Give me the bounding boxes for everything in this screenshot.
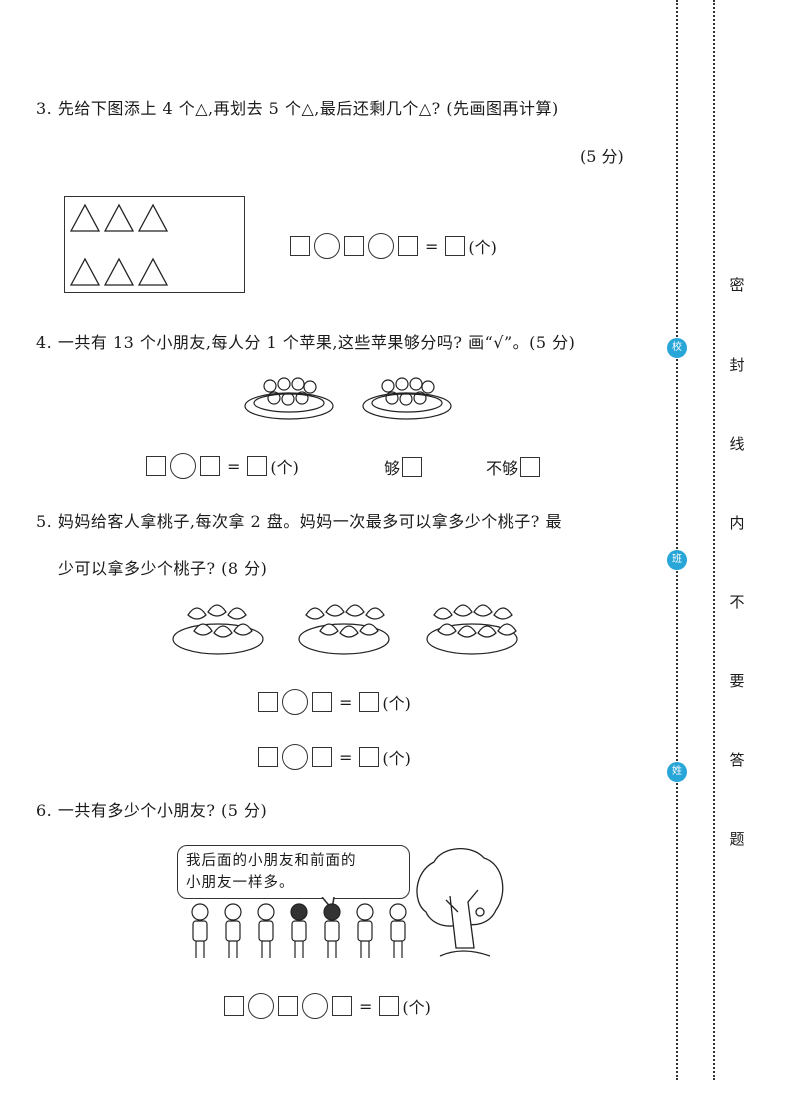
q4-equation: = (个) [146,452,299,480]
apple-plates-illustration [244,377,452,420]
child-figure [389,903,407,958]
unit-label: (个) [382,749,411,768]
triangle [103,203,135,232]
equals-sign: = [339,747,353,767]
seal-char: 题 [729,830,745,848]
seal-dotted-line-outer [713,0,715,1080]
child-figure [257,903,275,958]
seal-marker: 姓 [667,762,687,782]
not-enough-option: 不够 [486,455,541,479]
seal-char: 封 [729,356,745,374]
seal-dotted-line-inner [676,0,678,1080]
seal-char: 不 [729,593,745,611]
answer-box[interactable] [332,996,352,1016]
equals-sign: = [339,692,353,712]
seal-char: 内 [729,514,745,532]
q3-text: 3. 先给下图添上 4 个△,再划去 5 个△,最后还剩几个△? (先画图再计算… [36,99,559,118]
equals-sign: = [425,236,439,256]
q5-text-line2: 少可以拿多少个桃子? (8 分) [58,559,268,578]
enough-checkbox[interactable] [402,457,423,477]
answer-box[interactable] [290,236,310,256]
triangle [137,257,169,286]
peach-plate-3 [426,604,518,655]
unit-label: (个) [402,998,431,1017]
apple-plate-1 [244,377,334,420]
operator-circle[interactable] [170,453,196,479]
answer-box[interactable] [398,236,418,256]
q5-equation-min: = (个) [258,743,411,771]
seal-char: 线 [729,435,745,453]
equals-sign: = [359,996,373,1016]
child-figure [356,903,374,958]
seal-char: 答 [729,751,745,769]
seal-char: 密 [729,276,745,294]
enough-option: 够 [384,455,423,479]
answer-box[interactable] [312,692,332,712]
child-figure [191,903,209,958]
triangle [69,257,101,286]
enough-label: 够 [384,459,401,478]
peach-plate-2 [298,604,390,655]
q5-text-line1: 5. 妈妈给客人拿桃子,每次拿 2 盘。妈妈一次最多可以拿多少个桃子? 最 [36,512,562,531]
seal-char: 要 [729,672,745,690]
apple-plate-2 [362,377,452,420]
child-figure [323,903,341,958]
triangle [69,203,101,232]
operator-circle[interactable] [368,233,394,259]
q3-equation: = (个) [290,232,497,260]
child-figure [290,903,308,958]
answer-box[interactable] [258,692,278,712]
answer-box[interactable] [278,996,298,1016]
operator-circle[interactable] [248,993,274,1019]
peach-plates-illustration [172,604,518,655]
unit-label: (个) [468,238,497,257]
seal-marker: 班 [667,550,687,570]
result-box[interactable] [247,456,268,476]
result-box[interactable] [445,236,466,256]
not-enough-checkbox[interactable] [520,457,541,477]
answer-box[interactable] [344,236,364,256]
triangle-box[interactable] [64,196,245,293]
triangle [137,203,169,232]
children-illustration [191,903,407,958]
answer-box[interactable] [200,456,220,476]
result-box[interactable] [379,996,400,1016]
q5-equation-max: = (个) [258,688,411,716]
q4-text: 4. 一共有 13 个小朋友,每人分 1 个苹果,这些苹果够分吗? 画“√”。(… [36,333,576,352]
operator-circle[interactable] [314,233,340,259]
unit-label: (个) [382,694,411,713]
seal-marker: 校 [667,338,687,358]
result-box[interactable] [359,692,380,712]
peach-plate-1 [172,604,264,655]
speech-line-2: 小朋友一样多。 [186,875,295,891]
answer-box[interactable] [312,747,332,767]
operator-circle[interactable] [302,993,328,1019]
answer-box[interactable] [224,996,244,1016]
operator-circle[interactable] [282,689,308,715]
answer-box[interactable] [146,456,166,476]
child-figure [224,903,242,958]
triangle [103,257,135,286]
unit-label: (个) [270,458,299,477]
triangles-figure [69,203,169,286]
q3-score: (5 分) [580,147,624,166]
speech-line-1: 我后面的小朋友和前面的 [186,853,357,869]
tree-illustration [416,847,504,957]
speech-bubble: 我后面的小朋友和前面的 小朋友一样多。 [177,845,410,899]
q6-equation: = (个) [224,992,431,1020]
result-box[interactable] [359,747,380,767]
equals-sign: = [227,456,241,476]
operator-circle[interactable] [282,744,308,770]
q6-text: 6. 一共有多少个小朋友? (5 分) [36,801,268,820]
answer-box[interactable] [258,747,278,767]
not-enough-label: 不够 [486,459,519,478]
